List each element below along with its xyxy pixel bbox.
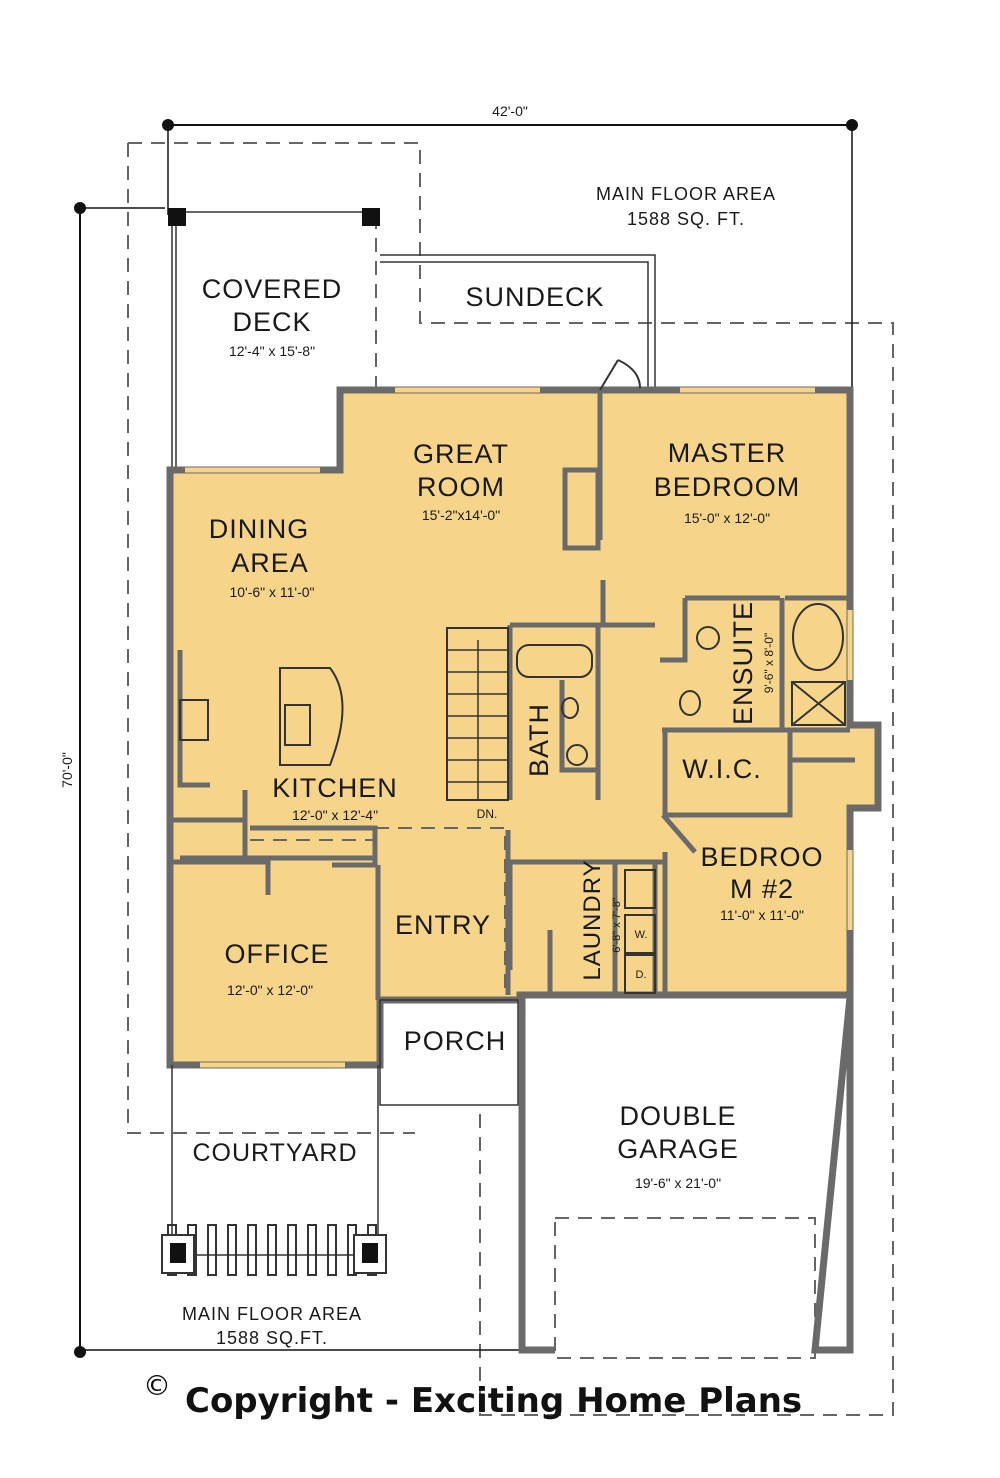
kitchen-size: 12'-0" x 12'-4" <box>292 807 378 823</box>
fixtures <box>179 359 846 994</box>
covered-deck <box>168 208 380 470</box>
bedroom2-label-1: BEDROO <box>700 842 823 872</box>
dimension-depth: 70'-0" <box>59 202 520 1358</box>
porch-label: PORCH <box>404 1026 507 1056</box>
windows <box>185 387 853 1068</box>
garage-size: 19'-6" x 21'-0" <box>635 1175 721 1191</box>
office-size: 12'-0" x 12'-0" <box>227 982 313 998</box>
width-label: 42'-0" <box>492 103 528 119</box>
ensuite-sink <box>696 626 720 650</box>
covered-deck-label-1: COVERED <box>202 274 343 304</box>
ensuite-label: ENSUITE <box>728 601 758 725</box>
copyright-text: Copyright - Exciting Home Plans <box>185 1381 802 1421</box>
stair-treads <box>447 640 508 800</box>
sundeck-railing <box>380 254 656 390</box>
master-bedroom-label-1: MASTER <box>668 438 787 468</box>
ceiling-line-dashed <box>250 827 506 995</box>
kitchen-label: KITCHEN <box>272 773 398 803</box>
ensuite-size: 9'-6" x 8'-0" <box>762 633 776 693</box>
bath-label: BATH <box>524 703 554 777</box>
covered-deck-size: 12'-4" x 15'-8" <box>229 343 315 359</box>
laundry-label: LAUNDRY <box>579 859 606 980</box>
bathtub <box>516 644 593 678</box>
washer <box>624 914 656 954</box>
bedroom2-label-2: M #2 <box>730 874 794 904</box>
dryer-label: D. <box>636 969 647 981</box>
bath-toilet <box>561 697 579 719</box>
porch <box>379 999 519 1106</box>
ensuite-toilet <box>679 690 701 716</box>
great-room-label-1: GREAT <box>413 439 509 469</box>
courtyard-pergola <box>167 1224 377 1276</box>
great-room-label-2: ROOM <box>417 472 505 502</box>
interior-walls <box>172 390 855 1000</box>
ensuite-tub <box>792 603 844 671</box>
area-note-top-1: MAIN FLOOR AREA <box>596 184 776 204</box>
ensuite-shower <box>791 681 846 726</box>
stairs-down-label: DN. <box>477 807 498 821</box>
courtyard <box>161 1065 387 1276</box>
depth-label: 70'-0" <box>59 752 75 788</box>
wic-label: W.I.C. <box>682 754 762 784</box>
bedroom2-size: 11'-0" x 11'-0" <box>720 907 804 923</box>
kitchen-island <box>279 667 344 766</box>
dimension-width: 42'-0" <box>162 103 858 390</box>
kitchen-sink <box>179 699 209 741</box>
copyright-symbol: © <box>143 1369 171 1402</box>
office-label: OFFICE <box>225 939 330 969</box>
garage-door-dashed <box>554 1217 816 1359</box>
dryer <box>624 954 656 994</box>
dining-label-2: AREA <box>231 548 309 578</box>
sundeck-label: SUNDECK <box>465 282 604 312</box>
laundry-size: 6'-8" x 7'-8" <box>611 897 623 953</box>
sundeck-door-swing <box>599 359 641 391</box>
garage <box>518 996 854 1359</box>
laundry-sink <box>624 869 656 909</box>
entry-label: ENTRY <box>395 910 491 940</box>
washer-label: W. <box>635 929 648 941</box>
bath-sink <box>566 744 588 766</box>
area-note-bottom-2: 1588 SQ.FT. <box>216 1328 328 1348</box>
covered-deck-label-2: DECK <box>232 307 311 337</box>
area-note-bottom-1: MAIN FLOOR AREA <box>182 1304 362 1324</box>
garage-label-2: GARAGE <box>617 1134 739 1164</box>
master-bedroom-label-2: BEDROOM <box>654 472 801 502</box>
island-sink <box>284 704 311 746</box>
garage-label-1: DOUBLE <box>619 1101 736 1131</box>
area-note-top-2: 1588 SQ. FT. <box>627 209 745 229</box>
great-room-size: 15'-2"x14'-0" <box>422 507 500 523</box>
master-bedroom-size: 15'-0" x 12'-0" <box>684 510 770 526</box>
upper-outline-dashed <box>127 142 894 1416</box>
courtyard-label: COURTYARD <box>192 1139 357 1167</box>
dining-label-1: DINING <box>209 514 310 544</box>
dining-size: 10'-6" x 11'-0" <box>229 584 314 600</box>
